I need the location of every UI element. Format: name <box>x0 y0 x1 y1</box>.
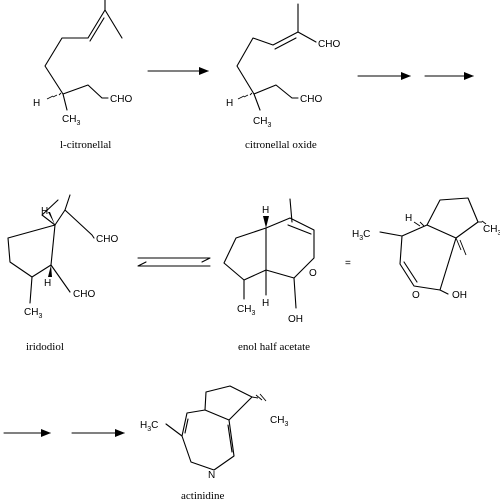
hydrogen-label: H <box>262 298 269 309</box>
compound-name-actinidine: actinidine <box>181 490 224 502</box>
hydrogen-label: H <box>33 98 40 109</box>
l-citronellal-structure: H CHO CH3 l-citronellal <box>33 0 132 151</box>
methyl-label: H3C <box>140 420 158 433</box>
aldehyde-label: CHO <box>300 94 322 105</box>
stereo-hash-bond <box>46 92 62 100</box>
compound-name-enol-half-acetate: enol half acetate <box>238 341 310 353</box>
enol-half-acetate-structure: H H O OH CH3 enol half acetate <box>223 198 317 353</box>
methyl-label: CH3 <box>483 224 500 237</box>
hydrogen-label: H <box>44 278 51 289</box>
methyl-label: CH3 <box>253 116 271 129</box>
aldehyde-label: CHO <box>96 234 118 245</box>
aldehyde-label: CHO <box>73 289 95 300</box>
hydrogen-label: H <box>262 205 269 216</box>
stereo-hash-bond <box>251 393 267 402</box>
methyl-label: H3C <box>352 229 370 242</box>
methyl-label: CH3 <box>62 114 80 127</box>
oxygen-label: O <box>309 268 317 279</box>
hydroxyl-label: OH <box>288 314 303 325</box>
equilibrium-arrow <box>137 257 211 267</box>
iridodiol-structure: H H CHO CHO CH3 iridodiol <box>7 194 118 353</box>
compound-name-l-citronellal: l-citronellal <box>60 139 111 151</box>
compound-name-iridodiol: iridodiol <box>26 341 64 353</box>
enol-half-acetate-alt-structure: H H3C CH3 O OH <box>352 197 500 301</box>
equals-sign: = <box>345 258 351 269</box>
aldehyde-label: CHO <box>110 94 132 105</box>
hydrogen-label: H <box>41 206 48 217</box>
actinidine-structure: H3C CH3 N actinidine <box>140 385 288 502</box>
methyl-label: CH3 <box>237 304 255 317</box>
stereo-hash-bond <box>237 92 253 100</box>
hydroxyl-label: OH <box>452 290 467 301</box>
compound-name-citronellal-oxide: citronellal oxide <box>245 139 317 151</box>
stereo-hash-bond <box>413 220 487 256</box>
aldehyde-label: CHO <box>318 39 340 50</box>
nitrogen-label: N <box>208 470 215 481</box>
methyl-label: CH3 <box>270 415 288 428</box>
methyl-label: CH3 <box>24 307 42 320</box>
citronellal-oxide-structure: CHO H CHO CH3 citronellal oxide <box>226 3 340 151</box>
hydrogen-label: H <box>226 98 233 109</box>
hydrogen-label: H <box>405 213 412 224</box>
oxygen-label: O <box>412 290 420 301</box>
